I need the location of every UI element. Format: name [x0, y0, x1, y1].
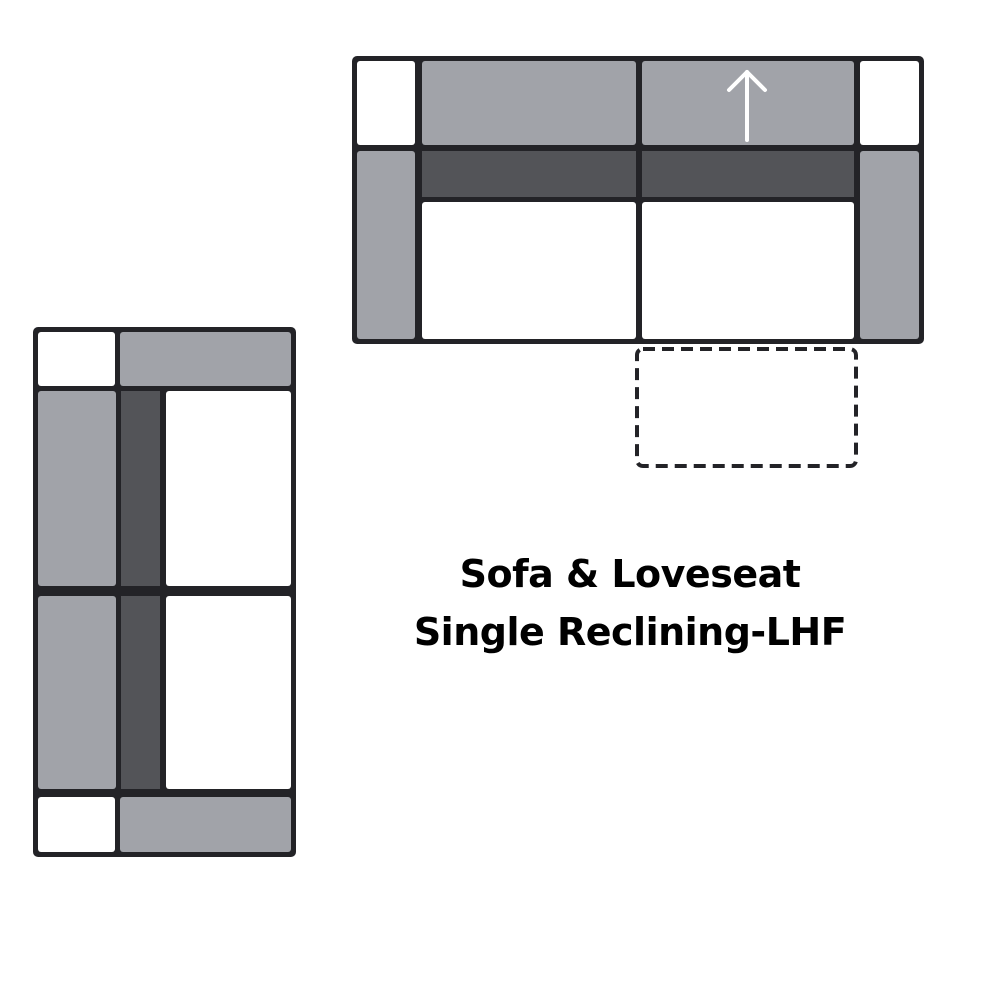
loveseat-seat-1: [166, 391, 291, 586]
loveseat-backrest-band-2: [121, 596, 160, 789]
diagram-caption: Sofa & Loveseat Single Reclining-LHF: [380, 545, 880, 661]
sofa-left-arm: [357, 151, 415, 339]
arrow-up-icon: [727, 70, 767, 142]
loveseat-seat-2: [166, 596, 291, 789]
caption-line-2: Single Reclining-LHF: [413, 610, 847, 654]
loveseat-bottom-corner: [38, 797, 115, 852]
loveseat: [33, 327, 296, 857]
loveseat-top-arm: [120, 332, 291, 386]
sofa: [352, 56, 924, 468]
loveseat-back-cushion-2: [38, 596, 116, 789]
recliner-extension-outline: [635, 347, 858, 468]
sofa-back-cushion-1: [422, 61, 636, 145]
sofa-right-corner: [860, 61, 919, 145]
sofa-seat-1: [422, 202, 636, 339]
loveseat-bottom-arm: [120, 797, 291, 852]
sofa-backrest-band-2: [642, 151, 854, 197]
loveseat-back-cushion-1: [38, 391, 116, 586]
sofa-right-arm: [860, 151, 919, 339]
caption-line-1: Sofa & Loveseat: [459, 552, 801, 596]
sofa-left-corner: [357, 61, 415, 145]
sofa-backrest-band-1: [422, 151, 636, 197]
sofa-seat-2-reclining: [642, 202, 854, 339]
loveseat-top-corner: [38, 332, 115, 386]
loveseat-backrest-band-1: [121, 391, 160, 586]
